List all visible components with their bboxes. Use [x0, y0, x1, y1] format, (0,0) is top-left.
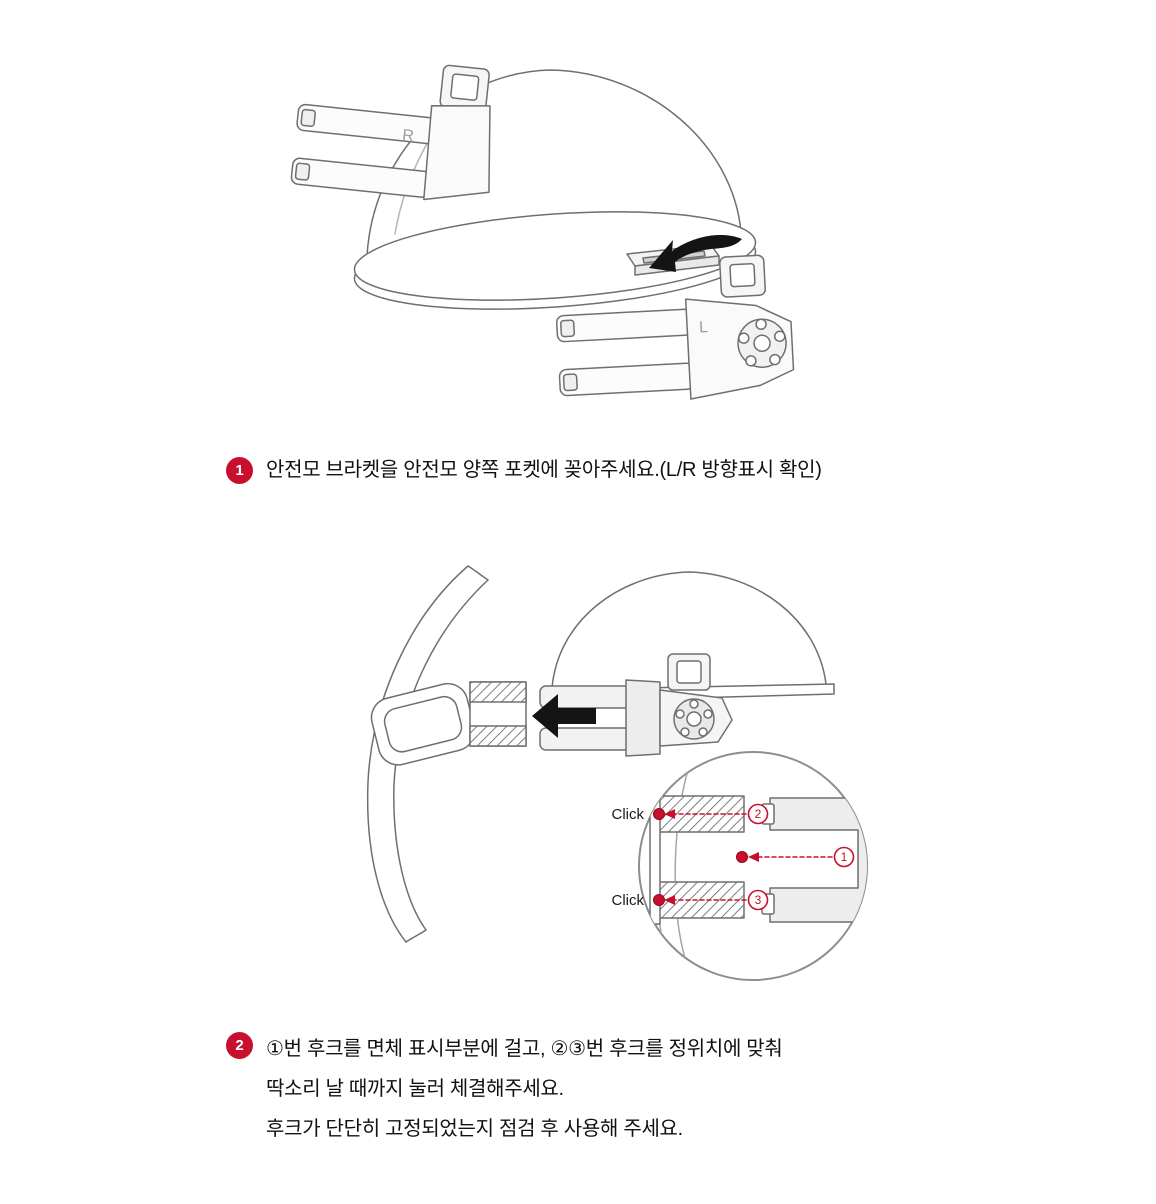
- marker-1-number: 1: [841, 850, 848, 864]
- marker-3-number: 3: [755, 893, 762, 907]
- figure-step1: R L: [283, 28, 823, 443]
- hook-dot-1: [736, 851, 748, 863]
- step1-number-badge: 1: [226, 457, 253, 484]
- marker-2-number: 2: [755, 807, 762, 821]
- step1-caption: 1 안전모 브라켓을 안전모 양쪽 포켓에 꽂아주세요.(L/R 방향표시 확인…: [226, 454, 822, 487]
- click-label-bottom: Click: [612, 892, 645, 909]
- attach-direction-arrow-icon: [532, 694, 596, 738]
- curved-insert-arrow-icon: [649, 235, 742, 272]
- click-label-top: Click: [612, 806, 645, 823]
- step2-caption: 2 ①번 후크를 면체 표시부분에 걸고, ②③번 후크를 정위치에 맞춰 딱소…: [226, 1029, 783, 1149]
- bracket-left-label: L: [699, 319, 709, 336]
- hook-dot-3: [653, 894, 665, 906]
- helmet-brim: [353, 211, 757, 301]
- bracket-right: R: [290, 64, 491, 201]
- step1-text: 안전모 브라켓을 안전모 양쪽 포켓에 꽂아주세요.(L/R 방향표시 확인): [266, 459, 822, 481]
- figure-step2: 2 3 1 Click Click: [318, 558, 898, 1015]
- inset-circle: [638, 751, 868, 981]
- step2-text-block: ①번 후크를 면체 표시부분에 걸고, ②③번 후크를 정위치에 맞춰 딱소리 …: [266, 1029, 783, 1149]
- bracket-left: L: [555, 254, 795, 400]
- shield-socket: [469, 681, 527, 747]
- bracket-right-label: R: [402, 127, 415, 145]
- bracket-on-helmet: [539, 653, 733, 757]
- step2-number-badge: 2: [226, 1032, 253, 1059]
- helmet2-dome: [551, 571, 827, 689]
- inset-shield-curve-inner: [674, 757, 693, 973]
- figure2-illustration: 2 3 1 Click Click: [366, 565, 868, 981]
- marker-3-circle: [747, 889, 769, 911]
- step2-text-line2: 딱소리 날 때까지 눌러 체결해주세요.: [266, 1078, 564, 1100]
- inset-markers: 2 3 1 Click Click: [612, 803, 855, 911]
- step2-text-line3: 후크가 단단히 고정되었는지 점검 후 사용해 주세요.: [266, 1118, 683, 1140]
- marker-2-circle: [747, 803, 769, 825]
- step2-text-line1: ①번 후크를 면체 표시부분에 걸고, ②③번 후크를 정위치에 맞춰: [266, 1038, 783, 1060]
- hook-dot-2: [653, 808, 665, 820]
- marker-1-circle: [833, 846, 855, 868]
- face-shield: [366, 565, 527, 943]
- magnifier-inset: 2 3 1 Click Click: [612, 751, 868, 981]
- shield-goggle-frame: [370, 682, 476, 766]
- figure1-illustration: R L: [290, 64, 795, 400]
